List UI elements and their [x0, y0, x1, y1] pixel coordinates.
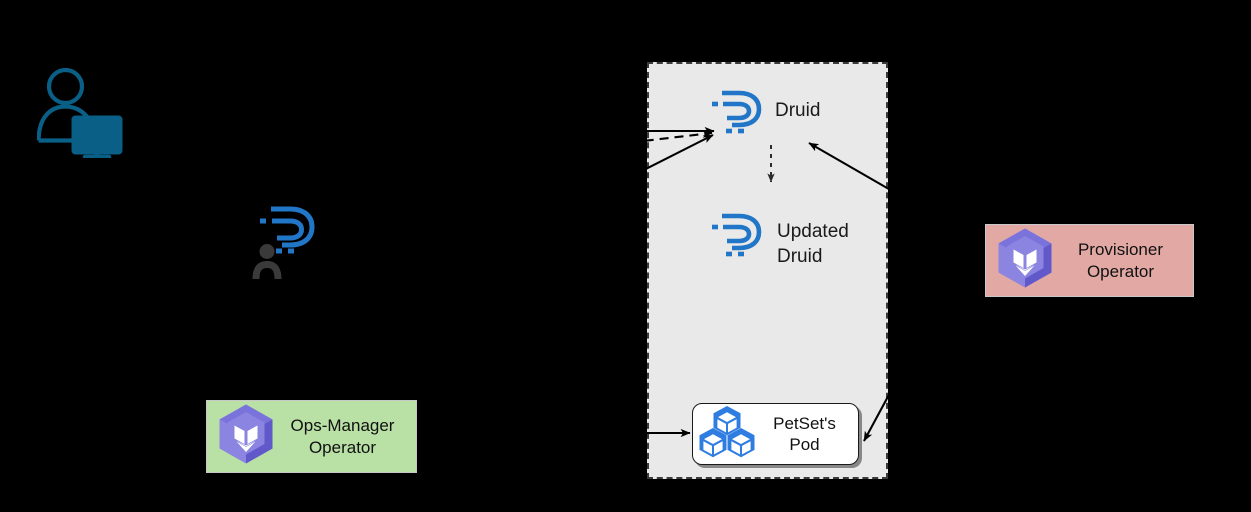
petset-pod-node[interactable]: PetSet's Pod [692, 403, 859, 465]
druid-node-label: Druid [775, 100, 821, 121]
edge-solid-to-druid-lower [619, 134, 714, 183]
ops-manager-operator-node[interactable]: Ops-Manager Operator [206, 400, 417, 473]
petset-pod-label: PetSet's Pod [773, 413, 836, 454]
edge-dashed-to-druid [599, 130, 713, 148]
updated-druid-node-label: Updated Druid [777, 221, 849, 267]
operator-cube-icon [217, 403, 275, 470]
kubernetes-pods-icon [699, 405, 755, 464]
user-at-computer-icon [36, 67, 123, 163]
edge-provisioner-to-petset-pod [863, 364, 906, 442]
edge-provisioner-to-druid [808, 142, 902, 197]
ops-manager-operator-label: Ops-Manager Operator [290, 415, 395, 457]
druid-logo-icon [703, 88, 773, 153]
provisioner-operator-label: Provisioner Operator [1077, 239, 1164, 281]
provisioner-operator-node[interactable]: Provisioner Operator [985, 224, 1194, 297]
operator-cube-icon [996, 227, 1054, 294]
druid-logo-updated-icon [703, 211, 773, 276]
druid-cr-icon [246, 203, 332, 288]
